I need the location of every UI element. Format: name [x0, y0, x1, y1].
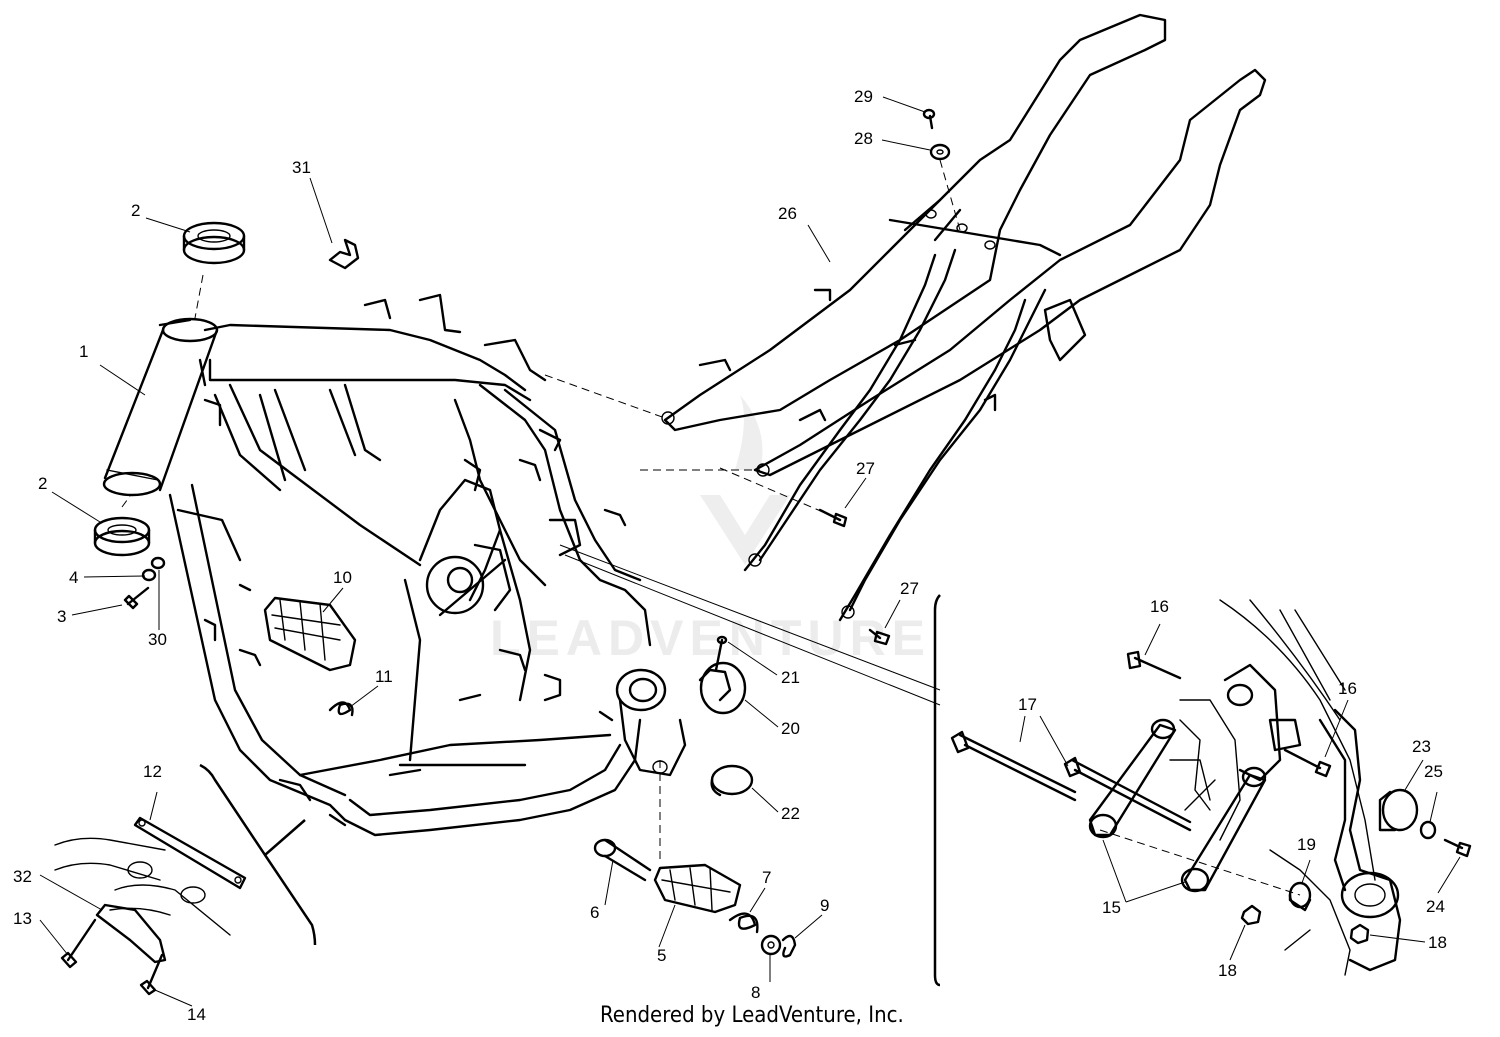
callout-9[interactable]: 9	[820, 896, 829, 915]
bolt-14[interactable]	[139, 953, 164, 996]
callout-30[interactable]: 30	[148, 630, 167, 649]
linkage-detail	[1169, 599, 1402, 976]
callout-17[interactable]: 17	[1018, 695, 1037, 714]
callout-27[interactable]: 27	[900, 579, 919, 598]
bolt-13[interactable]	[60, 918, 97, 969]
head-tube[interactable]	[102, 317, 219, 497]
callout-25[interactable]: 25	[1424, 762, 1443, 781]
bolt-3[interactable]	[123, 586, 150, 610]
detail-brackets	[199, 544, 941, 987]
callout-4[interactable]: 4	[69, 568, 78, 587]
main-frame[interactable]	[102, 293, 687, 837]
bolt-17-long[interactable]	[950, 730, 1077, 802]
callout-26[interactable]: 26	[778, 204, 797, 223]
bolt-16-lower[interactable]	[1283, 748, 1332, 778]
callout-31[interactable]: 31	[292, 158, 311, 177]
plate-32[interactable]	[95, 903, 167, 964]
callout-6[interactable]: 6	[590, 903, 599, 922]
washer-8[interactable]	[760, 934, 782, 956]
callout-12[interactable]: 12	[143, 762, 162, 781]
callout-2[interactable]: 2	[38, 474, 47, 493]
callout-27[interactable]: 27	[856, 459, 875, 478]
bushing-23[interactable]	[1378, 788, 1419, 832]
bolt-24[interactable]	[1443, 838, 1472, 858]
callout-19[interactable]: 19	[1297, 835, 1316, 854]
callout-16[interactable]: 16	[1338, 679, 1357, 698]
washer-25[interactable]	[1419, 820, 1437, 840]
spring-7[interactable]	[728, 912, 759, 934]
cap-22[interactable]	[710, 764, 754, 797]
callout-32[interactable]: 32	[13, 867, 32, 886]
frame-detail-left	[54, 837, 231, 936]
callout-21[interactable]: 21	[781, 668, 800, 687]
nut-18-left[interactable]	[1240, 904, 1262, 926]
callout-29[interactable]: 29	[854, 87, 873, 106]
nut-30[interactable]	[150, 556, 166, 570]
link-15-lower[interactable]	[1180, 766, 1267, 893]
callout-8[interactable]: 8	[751, 983, 760, 1002]
screw-29[interactable]	[922, 108, 936, 130]
watermark-text: LEADVENTURE	[490, 610, 931, 666]
callout-3[interactable]: 3	[57, 607, 66, 626]
bolt-17-short[interactable]	[1063, 756, 1192, 832]
callout-7[interactable]: 7	[762, 868, 771, 887]
clip-9[interactable]	[781, 934, 797, 958]
callout-22[interactable]: 22	[781, 804, 800, 823]
callout-11[interactable]: 11	[375, 667, 393, 686]
subframe-26[interactable]	[661, 13, 1267, 622]
bolt-27-lower[interactable]	[868, 628, 891, 646]
callout-18[interactable]: 18	[1218, 961, 1237, 980]
brace-12[interactable]	[133, 816, 247, 890]
footer-credit: Rendered by LeadVenture, Inc.	[600, 1003, 904, 1028]
clip-31[interactable]	[328, 238, 360, 270]
spring-11[interactable]	[328, 701, 354, 717]
bearing-2-bottom[interactable]	[93, 516, 151, 557]
callout-23[interactable]: 23	[1412, 737, 1431, 756]
callout-10[interactable]: 10	[333, 568, 352, 587]
callout-15[interactable]: 15	[1102, 898, 1121, 917]
callout-24[interactable]: 24	[1426, 897, 1445, 916]
bolt-27-upper[interactable]	[818, 508, 848, 528]
callout-1[interactable]: 1	[79, 342, 88, 361]
link-15-upper[interactable]	[1088, 718, 1177, 839]
bolt-16-upper[interactable]	[1126, 650, 1182, 680]
washer-28[interactable]	[929, 143, 951, 161]
callout-20[interactable]: 20	[781, 719, 800, 738]
clamp-20[interactable]	[698, 661, 747, 715]
callout-18[interactable]: 18	[1428, 933, 1447, 952]
footpeg-10[interactable]	[263, 596, 357, 672]
pin-6[interactable]	[593, 838, 652, 882]
callout-labels: 1 2 2 3 4 5 6 7 8 9 10 11 12 13 14 15 16…	[13, 87, 1447, 1024]
callout-16[interactable]: 16	[1150, 597, 1169, 616]
footpeg-5[interactable]	[653, 863, 742, 914]
bearing-2-top[interactable]	[182, 221, 246, 265]
callout-13[interactable]: 13	[13, 909, 32, 928]
leader-lines	[39, 96, 1461, 1007]
spacer-19[interactable]	[1288, 881, 1312, 912]
callout-2[interactable]: 2	[131, 201, 140, 220]
assembly-dashes	[121, 159, 1301, 896]
nut-18-right[interactable]	[1349, 923, 1370, 945]
screw-21[interactable]	[714, 635, 728, 672]
callout-14[interactable]: 14	[187, 1005, 206, 1024]
washer-4[interactable]	[141, 568, 157, 582]
callout-28[interactable]: 28	[854, 129, 873, 148]
callout-5[interactable]: 5	[657, 946, 666, 965]
